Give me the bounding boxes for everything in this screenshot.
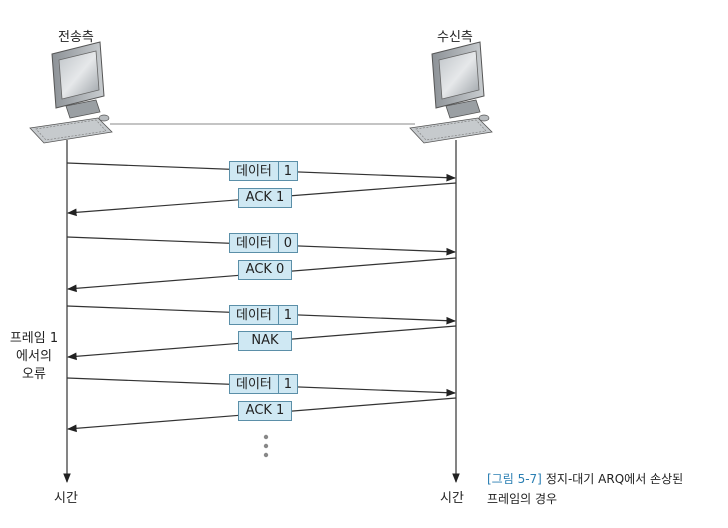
continuation-dots	[263, 434, 269, 458]
figure-caption: [그림 5-7]정지-대기 ARQ에서 손상된 프레임의 경우	[487, 469, 683, 509]
sender-label: 전송측	[58, 30, 94, 45]
data-frame-label: 데이터	[230, 306, 279, 324]
receiver-computer-icon	[409, 41, 493, 144]
receiver-label: 수신측	[437, 30, 473, 45]
figure-title-line2: 프레임의 경우	[487, 492, 558, 506]
data-frame-box: 데이터 1	[229, 374, 298, 394]
data-frame-box: 데이터 1	[229, 305, 298, 325]
ack-box: ACK 0	[238, 260, 292, 280]
data-frame-number: 1	[283, 164, 293, 179]
nak-box: NAK	[238, 331, 292, 351]
error-annotation-line: 프레임 1	[9, 331, 59, 346]
error-annotation-line: 에서의	[16, 349, 52, 364]
sender-time-label: 시간	[54, 491, 78, 506]
error-annotation: 프레임 1 에서의 오류	[6, 330, 62, 384]
data-frame-label: 데이터	[230, 234, 279, 252]
data-frame-number: 1	[283, 377, 293, 392]
sender-computer-icon	[29, 41, 113, 144]
error-annotation-line: 오류	[22, 367, 46, 382]
data-frame-label: 데이터	[230, 162, 279, 180]
data-frame-number: 1	[283, 308, 293, 323]
figure-number: [그림 5-7]	[487, 472, 542, 486]
figure-title-line1: 정지-대기 ARQ에서 손상된	[545, 472, 684, 486]
receiver-time-label: 시간	[440, 491, 464, 506]
data-frame-box: 데이터 1	[229, 161, 298, 181]
data-frame-number: 0	[283, 236, 293, 251]
data-frame-label: 데이터	[230, 375, 279, 393]
ack-box: ACK 1	[238, 188, 292, 208]
ack-box: ACK 1	[238, 401, 292, 421]
data-frame-box: 데이터 0	[229, 233, 298, 253]
